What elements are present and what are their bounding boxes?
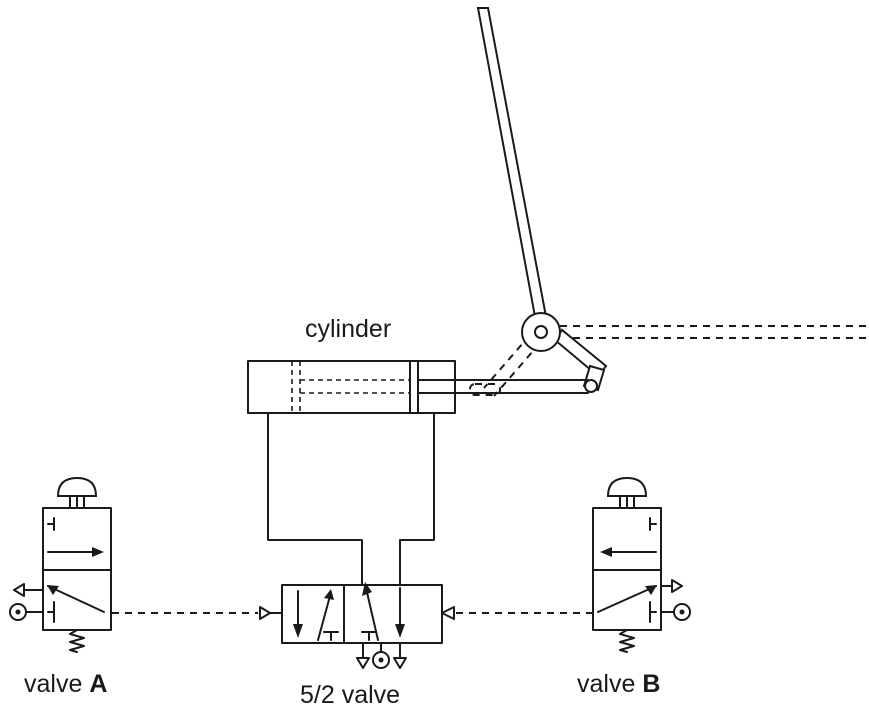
valve-a-label-letter: A xyxy=(89,670,108,698)
valve-b-label-prefix: valve xyxy=(577,670,643,698)
lever-rest-position-dashed xyxy=(560,325,869,339)
valve-b xyxy=(592,476,662,653)
valve-b-label-letter: B xyxy=(642,670,661,698)
pivot-joint xyxy=(521,312,561,352)
cylinder xyxy=(247,360,598,414)
cylinder-label: cylinder xyxy=(305,315,392,343)
pipe-cylinder-right xyxy=(399,412,435,586)
pipe-cylinder-left xyxy=(267,412,363,586)
five-two-valve xyxy=(259,582,455,644)
valve-b-label: valve B xyxy=(577,670,660,699)
valve-a-label: valve A xyxy=(24,670,107,699)
valve-a xyxy=(42,476,112,653)
five-two-valve-ports xyxy=(356,642,407,669)
valve-a-label-prefix: valve xyxy=(24,670,90,698)
valve-b-ports xyxy=(660,579,691,621)
five-two-valve-label: 5/2 valve xyxy=(300,681,401,709)
valve-a-ports xyxy=(9,583,44,621)
lever-arm xyxy=(476,7,549,323)
